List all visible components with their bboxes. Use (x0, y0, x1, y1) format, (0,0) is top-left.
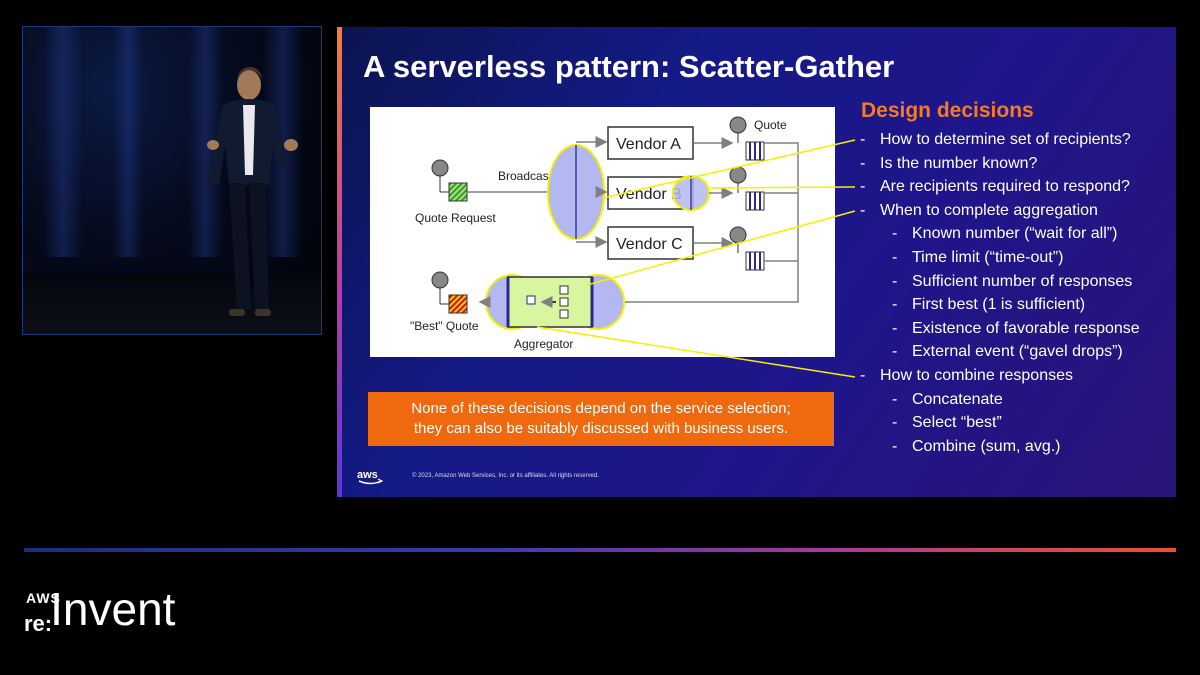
decision-item-text: How to combine responses (880, 367, 1073, 384)
decision-item: -Existence of favorable response (892, 320, 1140, 338)
slide-title: A serverless pattern: Scatter-Gather (363, 49, 895, 84)
svg-text:aws: aws (357, 469, 378, 481)
bullet-dash: - (892, 225, 898, 243)
quote-queue-b (729, 166, 765, 211)
decision-item-text: Are recipients required to respond? (880, 178, 1130, 196)
speaker-figure (207, 67, 298, 316)
bullet-dash: - (892, 390, 898, 408)
bullet-dash: - (892, 343, 898, 361)
vendor-b-label: Vendor B (616, 186, 682, 203)
decision-item: -Known number (“wait for all”) (892, 225, 1117, 243)
best-quote-endpoint (431, 271, 468, 314)
aws-logo: aws (357, 469, 384, 485)
quote-request-label: Quote Request (415, 211, 496, 225)
reinvent-logo-re: re: (24, 611, 53, 636)
decision-item: -Are recipients required to respond? (860, 178, 1130, 196)
bullet-dash: - (892, 319, 898, 337)
decision-item-text: Existence of favorable response (912, 319, 1140, 337)
scatter-gather-diagram: Quote Request Broadcast Vendor A Vendor … (370, 107, 835, 357)
reinvent-logo-invent: Invent (50, 583, 176, 635)
bullet-dash: - (860, 131, 866, 148)
decision-item: -How to determine set of recipients? (860, 131, 1131, 149)
decision-item-text: Is the number known? (880, 154, 1038, 172)
decision-item: -When to complete aggregation (860, 202, 1098, 220)
decision-item-text: Combine (sum, avg.) (912, 437, 1061, 455)
decision-item-text: How to determine set of recipients? (880, 131, 1131, 148)
decision-item: -Is the number known? (860, 155, 1037, 173)
bullet-dash: - (860, 154, 866, 172)
bullet-dash: - (892, 437, 898, 455)
copyright-notice: © 2023, Amazon Web Services, Inc. or its… (412, 473, 599, 479)
decision-item-text: First best (1 is sufficient) (912, 296, 1086, 314)
stage-floor (23, 274, 321, 334)
decision-item: -First best (1 is sufficient) (892, 296, 1085, 314)
callout-line-1: None of these decisions depend on the se… (411, 400, 791, 417)
bullet-dash: - (892, 414, 898, 432)
decision-item-text: Concatenate (912, 390, 1003, 408)
decision-item-text: Sufficient number of responses (912, 272, 1133, 290)
vendor-c-label: Vendor C (616, 236, 683, 253)
decision-item-text: Select “best” (912, 414, 1002, 432)
brand-stripe (24, 548, 1176, 552)
presentation-slide: A serverless pattern: Scatter-Gather (337, 27, 1176, 497)
quote-label: Quote (754, 118, 787, 132)
callout-line-2: they can also be suitably discussed with… (413, 420, 789, 437)
bullet-dash: - (860, 201, 866, 219)
reinvent-logo-aws: AWS (26, 590, 61, 606)
callout-note: None of these decisions depend on the se… (368, 392, 834, 446)
decision-item: -Concatenate (892, 391, 1003, 409)
decision-item-text: Known number (“wait for all”) (912, 225, 1118, 243)
bullet-dash: - (892, 272, 898, 290)
quote-request-endpoint (431, 159, 468, 202)
quote-queue-c (729, 226, 765, 271)
slide-accent-edge (337, 27, 342, 497)
reinvent-logo: re:Invent (24, 583, 175, 650)
decision-item: -Combine (sum, avg.) (892, 438, 1061, 456)
aggregator-label: Aggregator (514, 337, 573, 351)
decision-item: -How to combine responses (860, 367, 1073, 385)
decision-item-text: External event (“gavel drops”) (912, 343, 1123, 361)
decision-item: -Sufficient number of responses (892, 273, 1132, 291)
decision-item: -External event (“gavel drops”) (892, 343, 1123, 361)
decision-item: -Select “best” (892, 414, 1002, 432)
speaker-video-panel (22, 26, 322, 335)
bullet-dash: - (860, 367, 866, 384)
vendor-a-label: Vendor A (616, 136, 681, 153)
decision-item-text: When to complete aggregation (880, 201, 1098, 219)
bullet-dash: - (892, 249, 898, 266)
broadcast-label: Broadcast (498, 169, 553, 183)
bullet-dash: - (860, 178, 866, 196)
decision-item-text: Time limit (“time-out”) (912, 249, 1064, 266)
design-decisions-title: Design decisions (861, 99, 1034, 122)
best-quote-label: "Best" Quote (410, 319, 479, 333)
decision-item: -Time limit (“time-out”) (892, 249, 1063, 267)
bullet-dash: - (892, 296, 898, 314)
